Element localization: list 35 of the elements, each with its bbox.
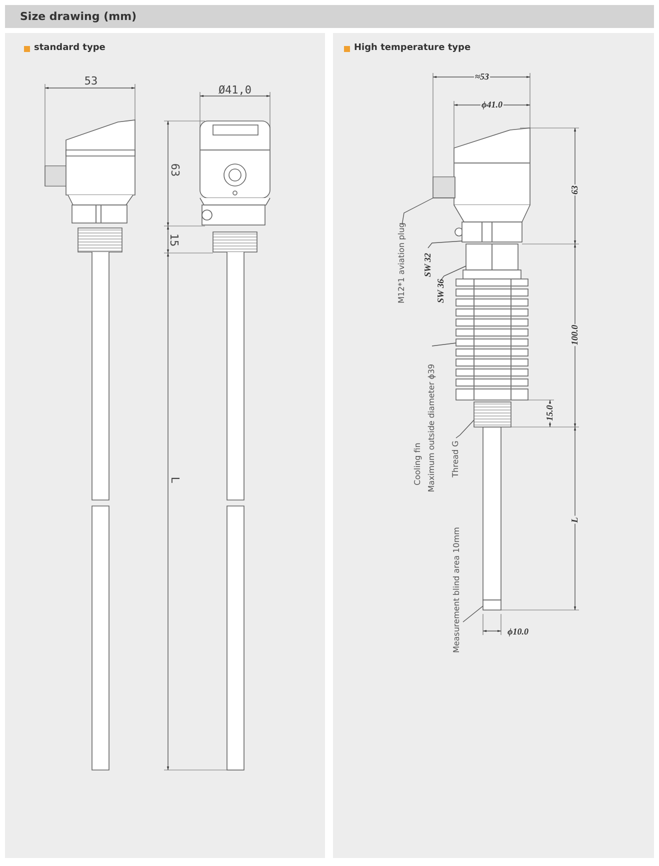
dimension-label: L [570,516,580,524]
leader-line [456,420,474,438]
dimension-label: L [170,476,180,484]
dimension-label: 15.0 [546,404,554,422]
dimension-label: ≈53 [474,72,490,82]
callout-text: Maximum outside diameter ϕ39 [428,364,436,492]
callout-text: SW 32 [424,252,432,278]
dimension-label: 15 [168,233,180,247]
section-heading: High temperature type [354,44,471,53]
leader-line [462,606,484,622]
cooling-fin [456,278,528,400]
dimension-label: 100.0 [570,324,580,346]
leader-line [428,240,462,248]
leader-line [440,266,466,280]
section-heading: standard type [34,44,106,53]
dimension-label: 63 [570,184,580,196]
probe-tip [482,600,502,610]
hex-nut [462,244,522,280]
leader-line [432,342,456,346]
section-title: Size drawing (mm) [20,11,137,22]
callout-text: Measurement blind area 10mm [453,527,461,653]
dimension-label: Ø41,0 [218,84,252,96]
callout-text: SW 36 [436,278,446,304]
dimension-label: ϕ41.0 [480,100,504,110]
dimension-label: 53 [84,76,98,86]
hex-nut [454,222,522,242]
thread [474,402,512,428]
leader-line [402,198,434,226]
connector-plug [432,176,456,198]
callout-text: Thread G [452,440,460,478]
section-panel [333,33,654,858]
callout-text: Cooling fin [414,442,422,486]
dimension-label: ϕ10.0 [506,628,530,636]
callout-text: M12*1 aviation plug [398,222,406,304]
dimension-label: 63 [170,163,180,177]
